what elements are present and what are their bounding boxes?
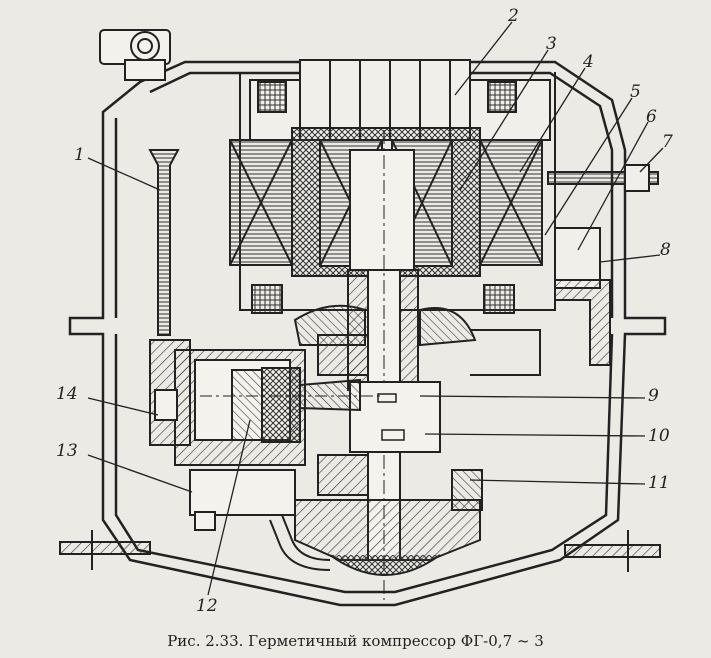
callout-6: 6	[646, 107, 657, 127]
mount-feet	[59, 530, 661, 576]
suction-tube	[148, 149, 180, 336]
connecting-rod	[299, 378, 361, 412]
top-fitting	[99, 29, 171, 81]
callout-5: 5	[630, 82, 641, 102]
callout-12: 12	[196, 596, 218, 616]
callout-14: 14	[56, 384, 78, 404]
rotor-core	[299, 59, 471, 141]
callout-1: 1	[74, 145, 85, 165]
callout-4: 4	[583, 52, 594, 72]
callout-3: 3	[546, 34, 557, 54]
callout-13: 13	[56, 441, 78, 461]
cylinder-assembly	[149, 339, 380, 466]
crankcase	[293, 304, 483, 561]
terminal-box	[554, 227, 611, 366]
callout-11: 11	[648, 473, 670, 493]
figure-caption: Рис. 2.33. Герметичный компрессор ФГ-0,7…	[167, 632, 544, 650]
leader-lines	[87, 21, 664, 596]
callout-9: 9	[648, 386, 659, 406]
bracket	[189, 469, 296, 531]
callout-2: 2	[508, 6, 519, 26]
discharge-tube	[269, 329, 541, 571]
callout-10: 10	[648, 426, 670, 446]
outlet-pipe	[547, 164, 659, 192]
winding-ends	[251, 81, 517, 314]
callout-8: 8	[660, 240, 671, 260]
callout-7: 7	[662, 132, 673, 152]
bearing-marks	[377, 393, 405, 441]
